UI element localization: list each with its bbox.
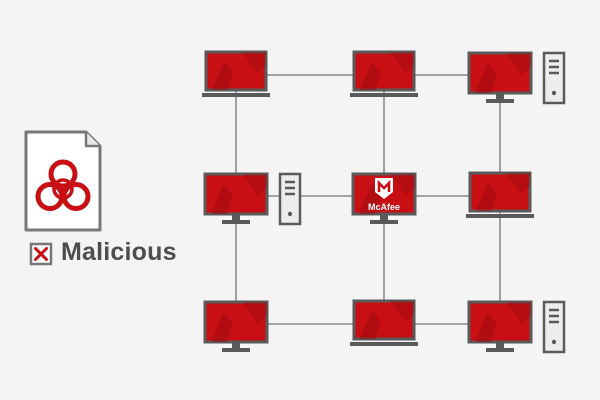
network-node-ml-desktop [203, 172, 302, 226]
screen-shade [242, 52, 266, 73]
network-node-mr-laptop [466, 171, 534, 218]
screen-shade [390, 52, 414, 73]
power-button [287, 211, 293, 217]
network-nodes [202, 50, 566, 354]
pc-tower [278, 172, 302, 226]
network-node-tm-laptop [350, 50, 418, 97]
power-button [551, 339, 557, 345]
monitor-stand [222, 220, 250, 224]
laptop-base [466, 214, 534, 218]
file-fold-corner [84, 132, 100, 148]
pc-tower [542, 300, 566, 354]
monitor-stand [486, 99, 514, 103]
screen [203, 300, 269, 344]
monitor-neck [496, 343, 504, 349]
network-node-bl-desktop [203, 300, 269, 352]
malicious-label: Malicious [61, 238, 177, 266]
network-node-tr-desktop [467, 51, 566, 105]
screen-shade [506, 302, 531, 324]
network-node-mm-desktop [351, 172, 417, 224]
monitor-neck [232, 215, 240, 221]
brand-label: McAfee [367, 202, 400, 212]
laptop-base [350, 342, 418, 346]
monitor-neck [232, 343, 240, 349]
malicious-file [24, 130, 102, 266]
screen-shade [476, 182, 497, 211]
network-node-tl-laptop [202, 50, 270, 97]
monitor-neck [380, 215, 388, 221]
screen-shade [242, 302, 267, 324]
network-node-bm-laptop [350, 299, 418, 346]
power-button [551, 90, 557, 96]
screen-shade [506, 53, 531, 75]
screen-shade [506, 173, 530, 194]
screen-shade [242, 174, 267, 196]
mcafee-shield-icon [375, 178, 393, 199]
monitor-stand [222, 348, 250, 352]
network-node-br-desktop [467, 300, 566, 354]
screen-shade [211, 184, 233, 214]
x-mark-icon [29, 242, 53, 266]
biohazard-icon [35, 159, 91, 211]
monitor-stand [370, 220, 398, 224]
laptop-base [350, 93, 418, 97]
laptop-base [202, 93, 270, 97]
screen-shade [360, 310, 381, 339]
screen-shade [475, 312, 497, 342]
screen-shade [475, 63, 497, 93]
screen-shade [390, 174, 415, 196]
screen-shade [211, 312, 233, 342]
monitor-stand [486, 348, 514, 352]
screen-shade [212, 61, 233, 90]
screen-shade [360, 61, 381, 90]
monitor-neck [496, 94, 504, 100]
screen-shade [390, 301, 414, 322]
pc-tower [542, 51, 566, 105]
